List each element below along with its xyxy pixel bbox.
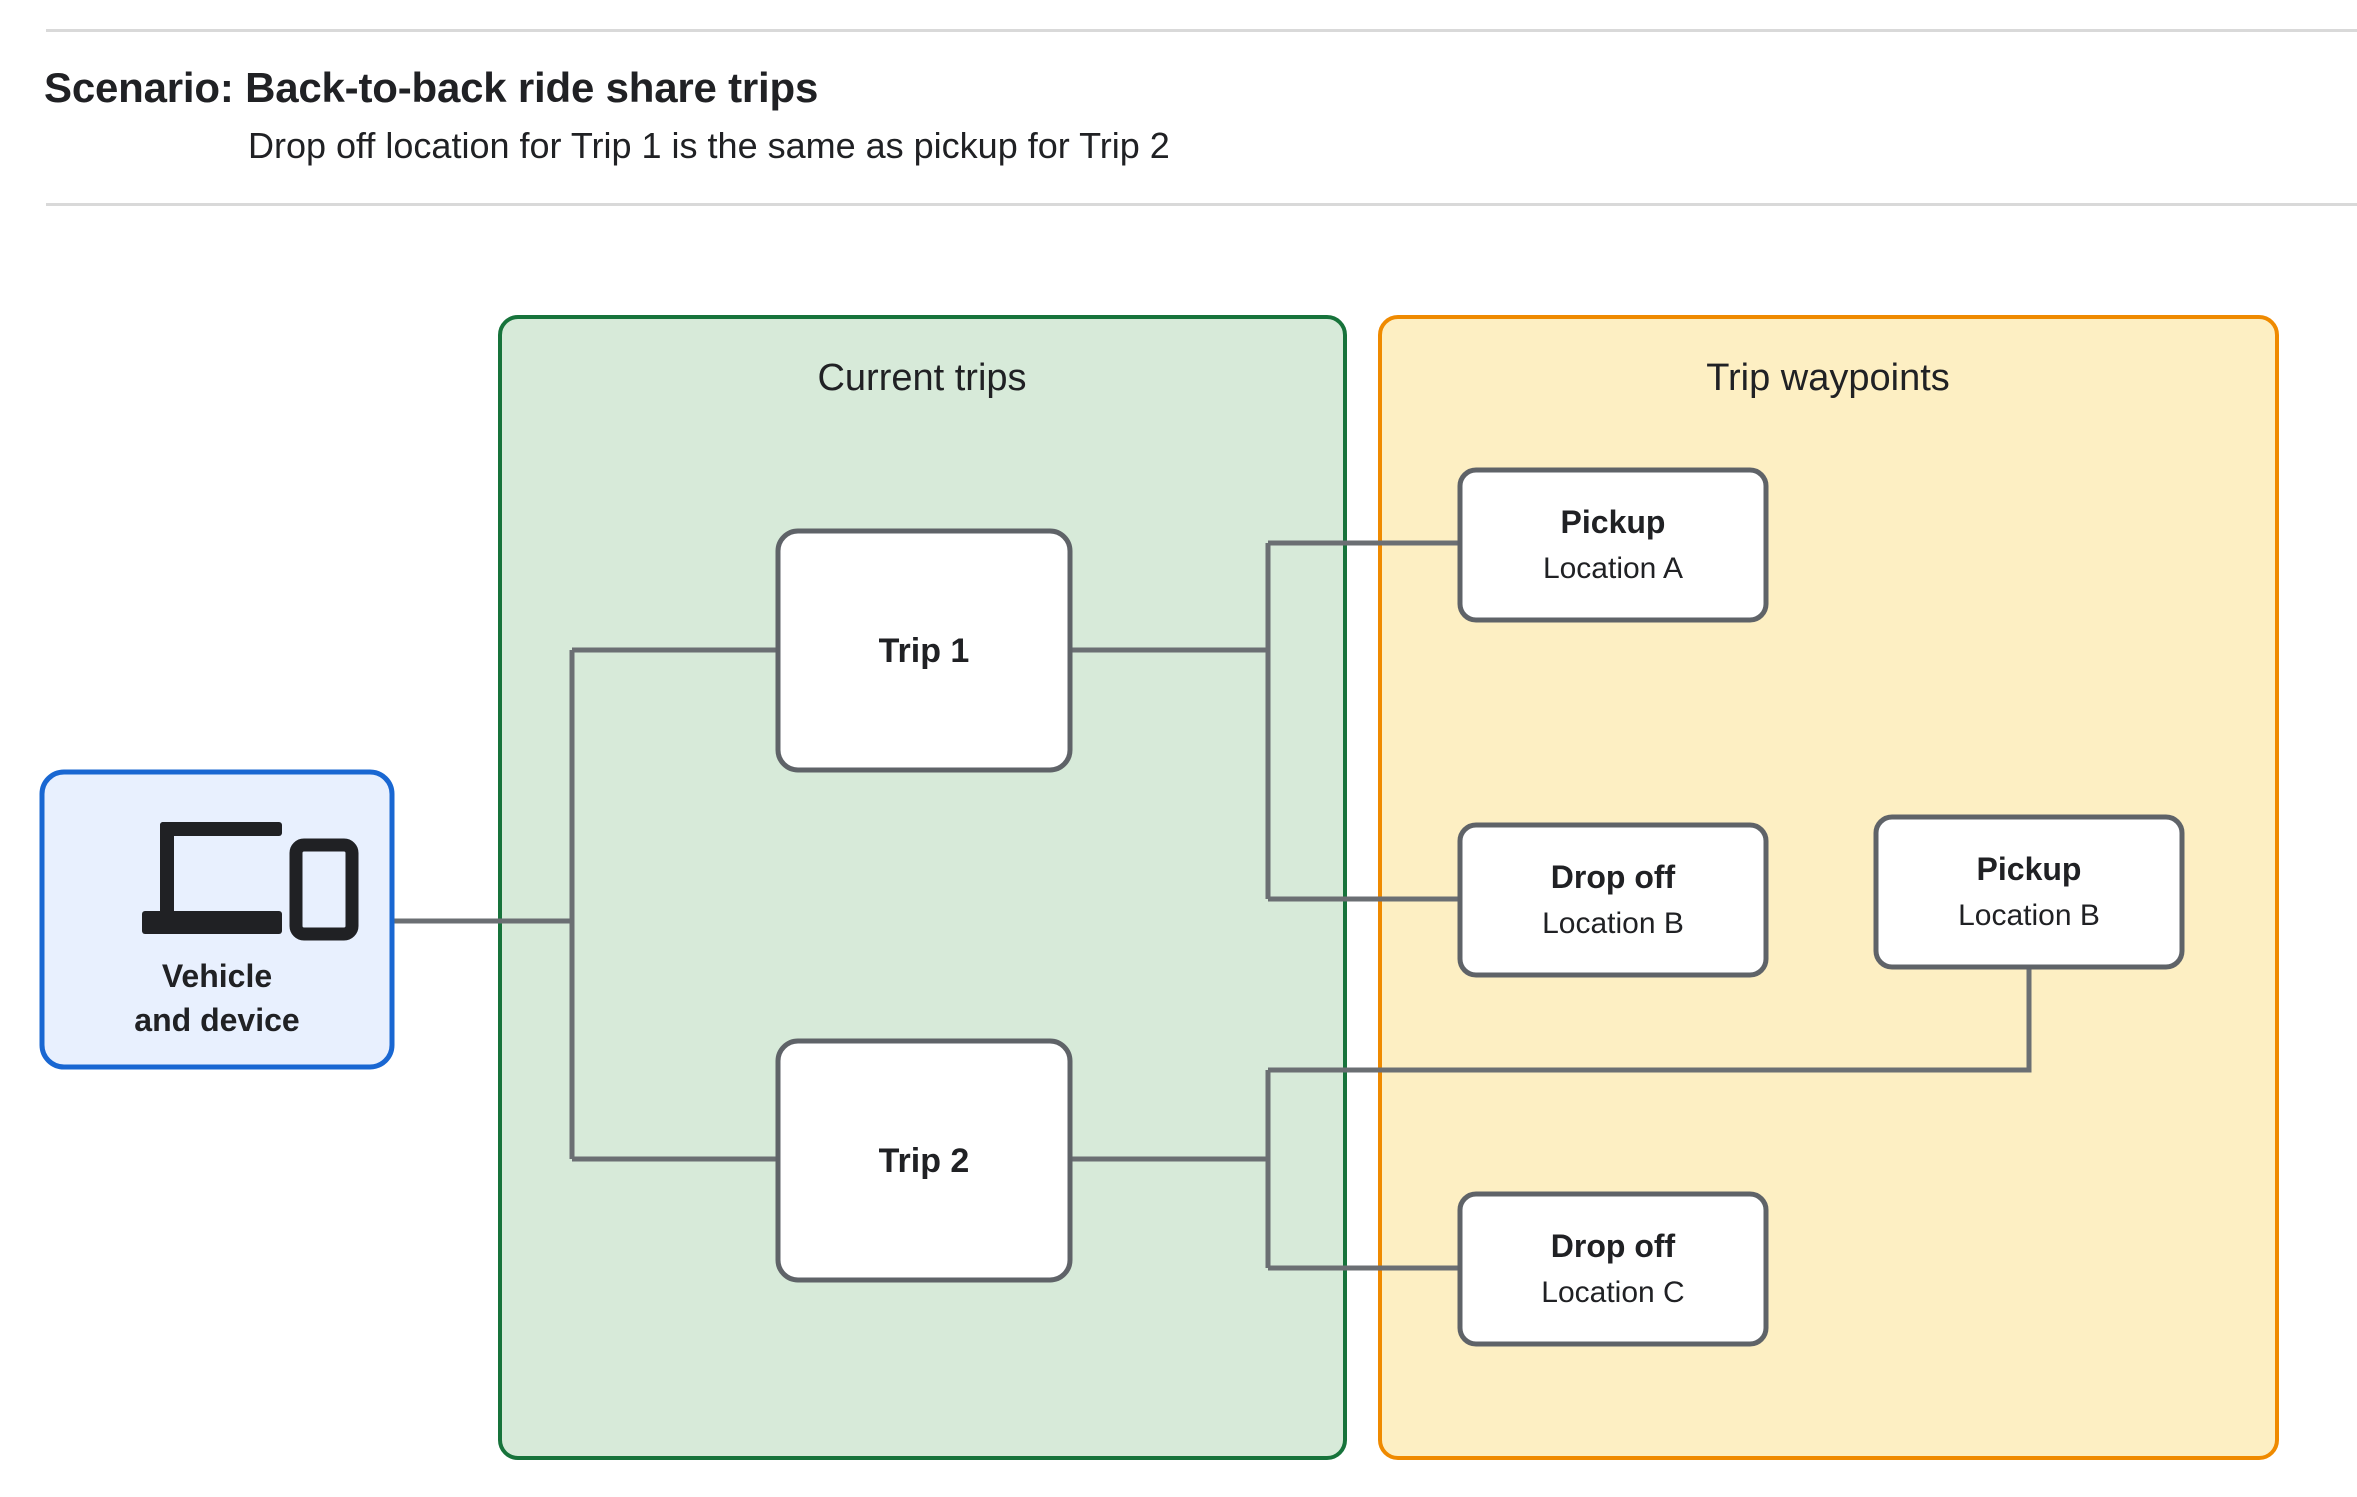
node-trip-1[interactable]: Trip 1 xyxy=(775,528,1073,773)
header-divider-bottom xyxy=(46,203,2357,206)
page-title: Scenario: Back-to-back ride share trips xyxy=(44,64,819,111)
waypoint-dropoff-c-location: Location C xyxy=(1541,1276,1684,1309)
node-vehicle-and-device[interactable]: Vehicle and device xyxy=(39,769,395,1070)
vehicle-node-label-line2: and device xyxy=(134,1002,299,1038)
panel-current-trips: Current trips xyxy=(498,315,1347,1460)
trip-2-label: Trip 2 xyxy=(879,1142,970,1180)
waypoint-pickup-a-type: Pickup xyxy=(1561,504,1666,540)
panel-current-trips-label: Current trips xyxy=(817,357,1026,399)
waypoint-dropoff-b-location: Location B xyxy=(1542,907,1684,940)
node-trip-2[interactable]: Trip 2 xyxy=(775,1038,1073,1283)
waypoint-pickup-a-location: Location A xyxy=(1543,552,1683,585)
connectors xyxy=(392,540,2032,1271)
connector-trip-2-to-pickup-b xyxy=(1268,967,2032,1073)
node-waypoint-dropoff-b[interactable]: Drop off Location B xyxy=(1457,822,1769,978)
waypoint-pickup-b-location: Location B xyxy=(1958,899,2100,932)
panel-trip-waypoints-label: Trip waypoints xyxy=(1706,357,1950,399)
header: Scenario: Back-to-back ride share trips … xyxy=(0,0,2357,206)
waypoint-dropoff-b-type: Drop off xyxy=(1551,859,1676,895)
node-waypoint-pickup-a[interactable]: Pickup Location A xyxy=(1457,467,1769,623)
header-divider-top xyxy=(46,29,2357,32)
node-waypoint-pickup-b[interactable]: Pickup Location B xyxy=(1873,814,2185,970)
vehicle-node-label-line1: Vehicle xyxy=(162,958,272,994)
waypoint-pickup-b-type: Pickup xyxy=(1977,851,2082,887)
trip-1-label: Trip 1 xyxy=(879,632,970,670)
waypoint-dropoff-c-type: Drop off xyxy=(1551,1228,1676,1264)
node-waypoint-dropoff-c[interactable]: Drop off Location C xyxy=(1457,1191,1769,1347)
page-subtitle: Drop off location for Trip 1 is the same… xyxy=(248,125,1170,166)
devices-icon xyxy=(142,822,359,941)
